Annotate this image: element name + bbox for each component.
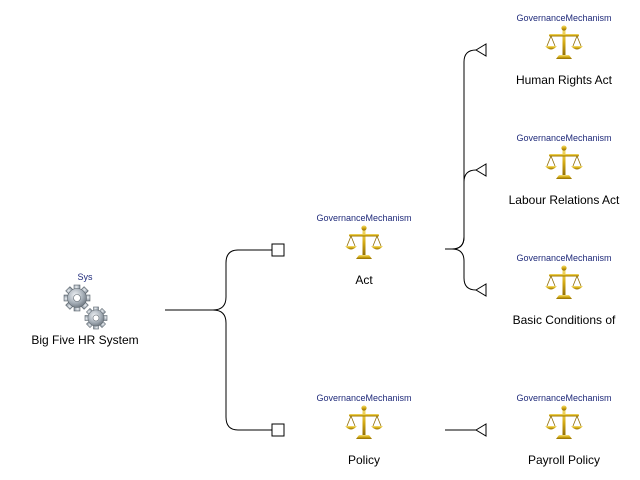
connector-act [445,49,477,291]
act-label[interactable]: Act [355,273,373,287]
root-label[interactable]: Big Five HR System [31,333,139,347]
labour-relations-act-label[interactable]: Labour Relations Act [508,193,620,207]
scales-icon[interactable] [544,24,584,60]
payroll-policy-stereotype: GovernanceMechanism [516,393,612,403]
scales-icon[interactable] [344,404,384,440]
scales-icon[interactable] [544,264,584,300]
basic-conditions-label[interactable]: Basic Conditions of [512,313,616,327]
arrowhead-labour-relations [475,163,487,177]
port-policy[interactable] [271,423,285,437]
gears-icon[interactable] [63,284,108,330]
port-act[interactable] [271,243,285,257]
policy-stereotype: GovernanceMechanism [316,393,412,403]
arrowhead-basic-conditions [475,283,487,297]
payroll-policy-label[interactable]: Payroll Policy [527,453,601,467]
human-rights-act-label[interactable]: Human Rights Act [515,73,613,87]
policy-label[interactable]: Policy [347,453,380,467]
connector-root [165,249,272,431]
act-stereotype: GovernanceMechanism [316,213,412,223]
arrowhead-payroll [475,423,487,437]
basic-conditions-stereotype: GovernanceMechanism [516,253,612,263]
human-rights-act-stereotype: GovernanceMechanism [516,13,612,23]
arrowhead-human-rights [475,43,487,57]
scales-icon[interactable] [544,404,584,440]
labour-relations-act-stereotype: GovernanceMechanism [516,133,612,143]
scales-icon[interactable] [344,224,384,260]
scales-icon[interactable] [544,144,584,180]
root-stereotype: Sys [77,272,93,282]
